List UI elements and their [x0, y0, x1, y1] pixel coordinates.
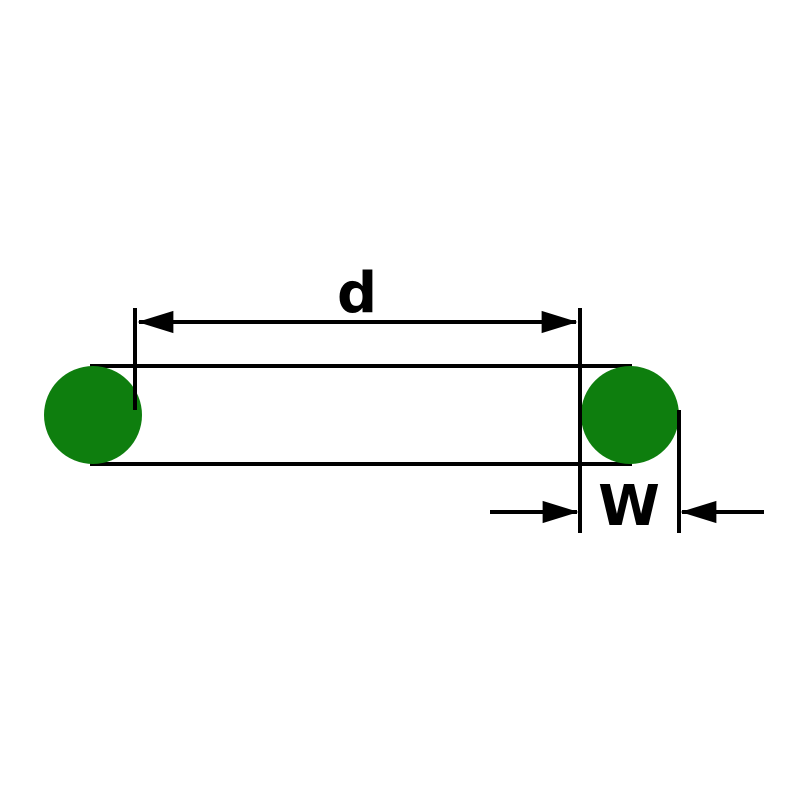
- cross-section-width-label: W: [598, 474, 660, 539]
- oring-cross-section-right: [581, 366, 679, 464]
- inner-diameter-label: d: [337, 261, 377, 326]
- oring-cross-section-left: [44, 366, 142, 464]
